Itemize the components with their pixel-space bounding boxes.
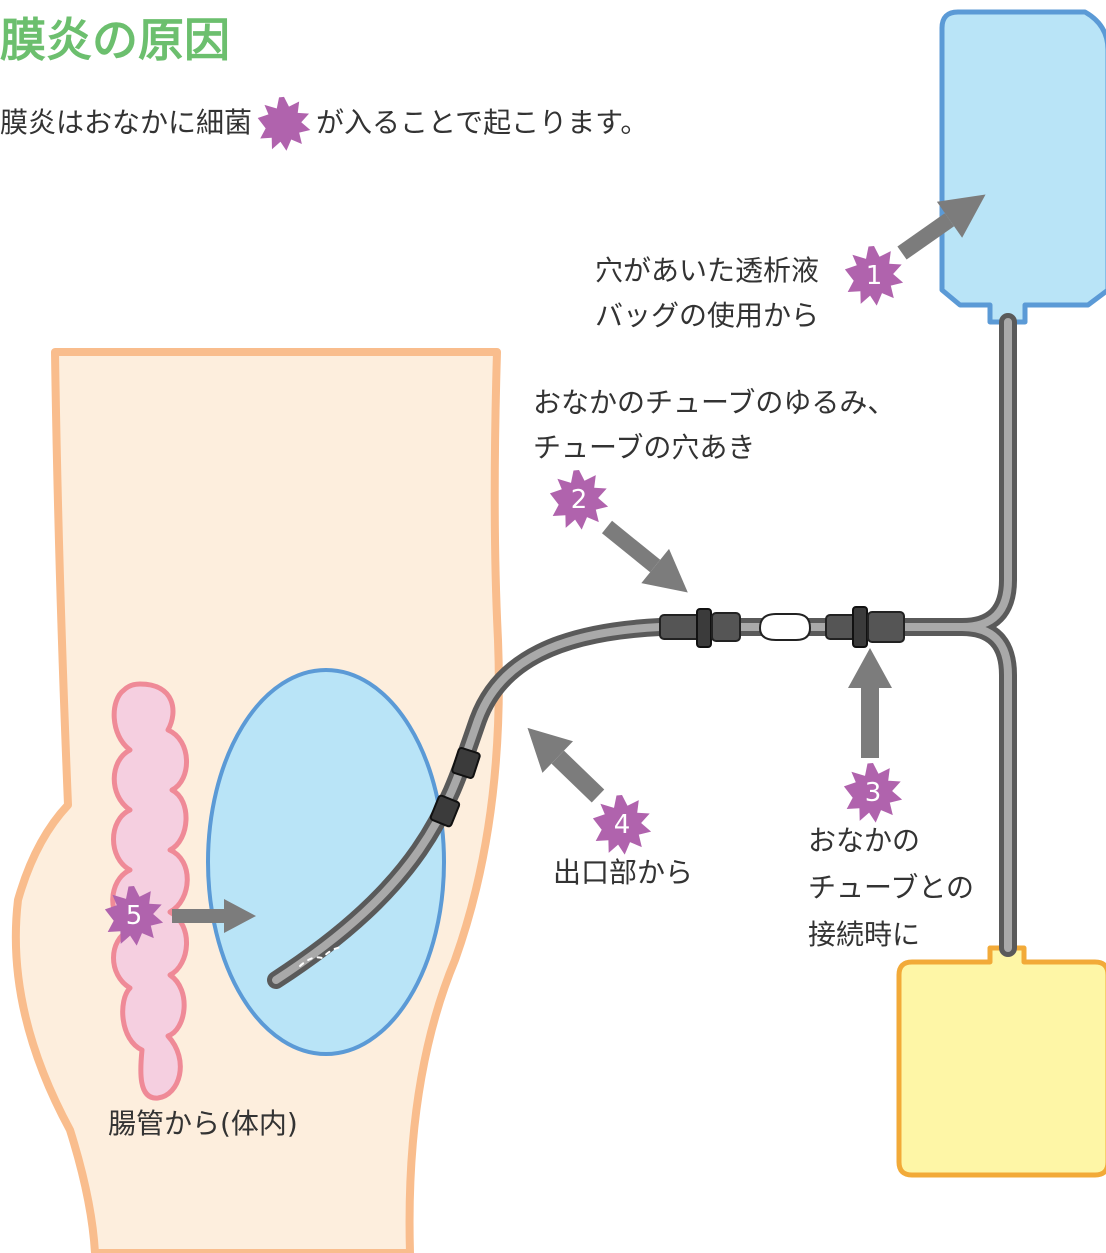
peritoneal-cavity	[206, 668, 446, 1056]
badge-5: 5	[104, 886, 164, 946]
cause-4-label: 出口部から	[553, 850, 693, 895]
drain-bag	[896, 945, 1106, 1178]
intro-sentence: 膜炎はおなかに細菌 が入ることで起こります。	[0, 96, 648, 152]
arrow-icon	[897, 194, 986, 260]
badge-1: 1	[844, 246, 904, 306]
cause-1-line-2: バッグの使用から	[595, 299, 820, 332]
cause-3-line-2: チューブとの	[808, 871, 975, 904]
arrow-icon	[527, 727, 605, 803]
cause-5-line-1: 腸管から(体内)	[108, 1107, 298, 1140]
cause-2-label: おなかのチューブのゆるみ、 チューブの穴あき	[533, 380, 895, 470]
bacteria-burst-icon	[257, 96, 311, 151]
badge-number: 5	[126, 901, 143, 931]
cause-3-line-1: おなかの	[808, 824, 921, 857]
cause-5-label: 腸管から(体内)	[108, 1101, 298, 1146]
intestine	[110, 681, 190, 1101]
arrows	[172, 194, 986, 933]
arrow-icon	[172, 899, 256, 933]
badge-4: 4	[592, 795, 652, 855]
cause-4-line-1: 出口部から	[553, 856, 694, 889]
badge-3: 3	[843, 763, 903, 823]
page-title: 膜炎の原因	[0, 13, 230, 67]
badge-number: 4	[614, 810, 631, 840]
cause-3-line-3: 接続時に	[808, 918, 921, 951]
arrow-icon	[601, 520, 688, 593]
cause-2-line-2: チューブの穴あき	[533, 431, 756, 464]
cause-3-label: おなかの チューブとの 接続時に	[808, 817, 974, 958]
tubing	[267, 313, 1017, 989]
intro-text-before: 膜炎はおなかに細菌	[0, 106, 253, 139]
badge-2: 2	[549, 470, 609, 530]
badge-number: 3	[865, 778, 882, 808]
cause-1-label: 穴があいた透析液 バッグの使用から	[595, 248, 819, 338]
transfer-set-connectors	[429, 606, 905, 828]
arrow-icon	[848, 648, 892, 758]
intro-text-after: が入ることで起こります。	[316, 106, 649, 139]
cause-1-line-1: 穴があいた透析液	[595, 254, 820, 287]
dialysate-bag	[939, 9, 1106, 325]
badge-number: 1	[866, 261, 883, 291]
cause-2-line-1: おなかのチューブのゆるみ、	[533, 386, 896, 419]
badge-number: 2	[571, 485, 588, 515]
